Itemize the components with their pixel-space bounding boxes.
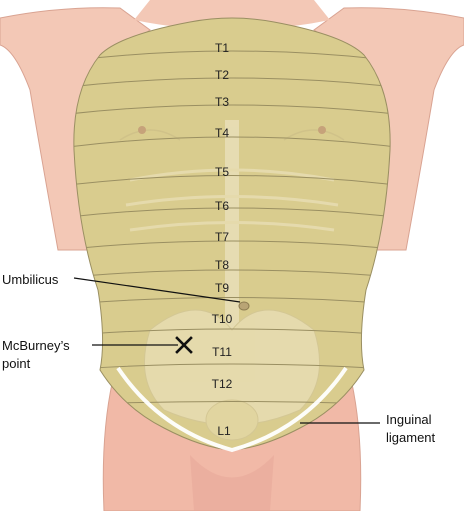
mcburney-label-line1: McBurney’s [2,338,70,353]
dermatome-label-t4: T4 [215,126,229,140]
dermatome-label-t12: T12 [212,377,233,391]
umbilicus-leader [73,277,241,303]
dermatome-region [73,17,391,451]
dermatome-label-t3: T3 [215,95,229,109]
inguinal-label-line1: Inguinal [386,412,432,427]
neck-skin [134,0,330,30]
dermatome-label-t2: T2 [215,68,229,82]
dermatome-label-t1: T1 [215,41,229,55]
dermatome-label-l1: L1 [217,424,231,438]
dermatome-label-t10: T10 [212,312,233,326]
dermatome-label-t8: T8 [215,258,229,272]
dermatome-label-t7: T7 [215,230,229,244]
dermatome-label-t6: T6 [215,199,229,213]
umbilicus-mark [238,301,250,311]
dermatome-labels: T1 T2 T3 T4 T5 T6 T7 T8 T9 T10 T11 T12 L… [212,41,233,438]
umbilicus-label: Umbilicus [2,272,59,287]
left-nipple [138,126,146,134]
dermatome-label-t9: T9 [215,281,229,295]
mcburney-label-line2: point [2,356,31,371]
leader-lines [73,277,380,424]
inguinal-ligament [116,366,348,453]
groin-shadow [190,455,274,511]
dermatome-label-t11: T11 [212,345,232,359]
callout-labels: Umbilicus McBurney’s point Inguinal liga… [2,272,436,445]
x-mark-icon [175,336,193,354]
inguinal-label-line2: ligament [386,430,436,445]
dermatome-label-t5: T5 [215,165,229,179]
dermatome-band-lines [73,50,391,406]
right-nipple [318,126,326,134]
skeleton-hint [119,120,345,441]
